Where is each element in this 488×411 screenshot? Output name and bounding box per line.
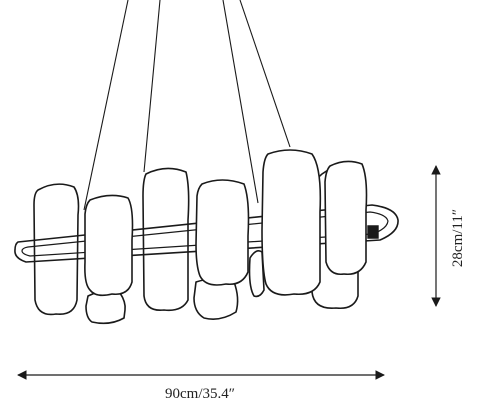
width-dimension-label: 90cm/35.4″ bbox=[165, 386, 235, 402]
glass-panel bbox=[324, 160, 368, 276]
glass-panel bbox=[33, 183, 80, 316]
oval-ring-frame bbox=[14, 204, 399, 263]
height-dimension-label: 28cm/11″ bbox=[450, 209, 466, 267]
wire-1 bbox=[83, 0, 129, 211]
glass-panel bbox=[261, 149, 322, 296]
dimension-lines bbox=[17, 165, 441, 380]
ring-outer bbox=[14, 204, 399, 263]
wire-2 bbox=[143, 0, 161, 173]
wire-3 bbox=[222, 0, 259, 204]
wire-4 bbox=[239, 0, 291, 148]
glass-panel bbox=[248, 250, 265, 298]
glass-panel bbox=[195, 179, 250, 286]
glass-panel bbox=[84, 194, 134, 297]
suspension-wires bbox=[83, 0, 291, 211]
ring-mount bbox=[367, 225, 379, 239]
glass-panels-front bbox=[84, 149, 368, 297]
glass-panel bbox=[142, 167, 190, 312]
